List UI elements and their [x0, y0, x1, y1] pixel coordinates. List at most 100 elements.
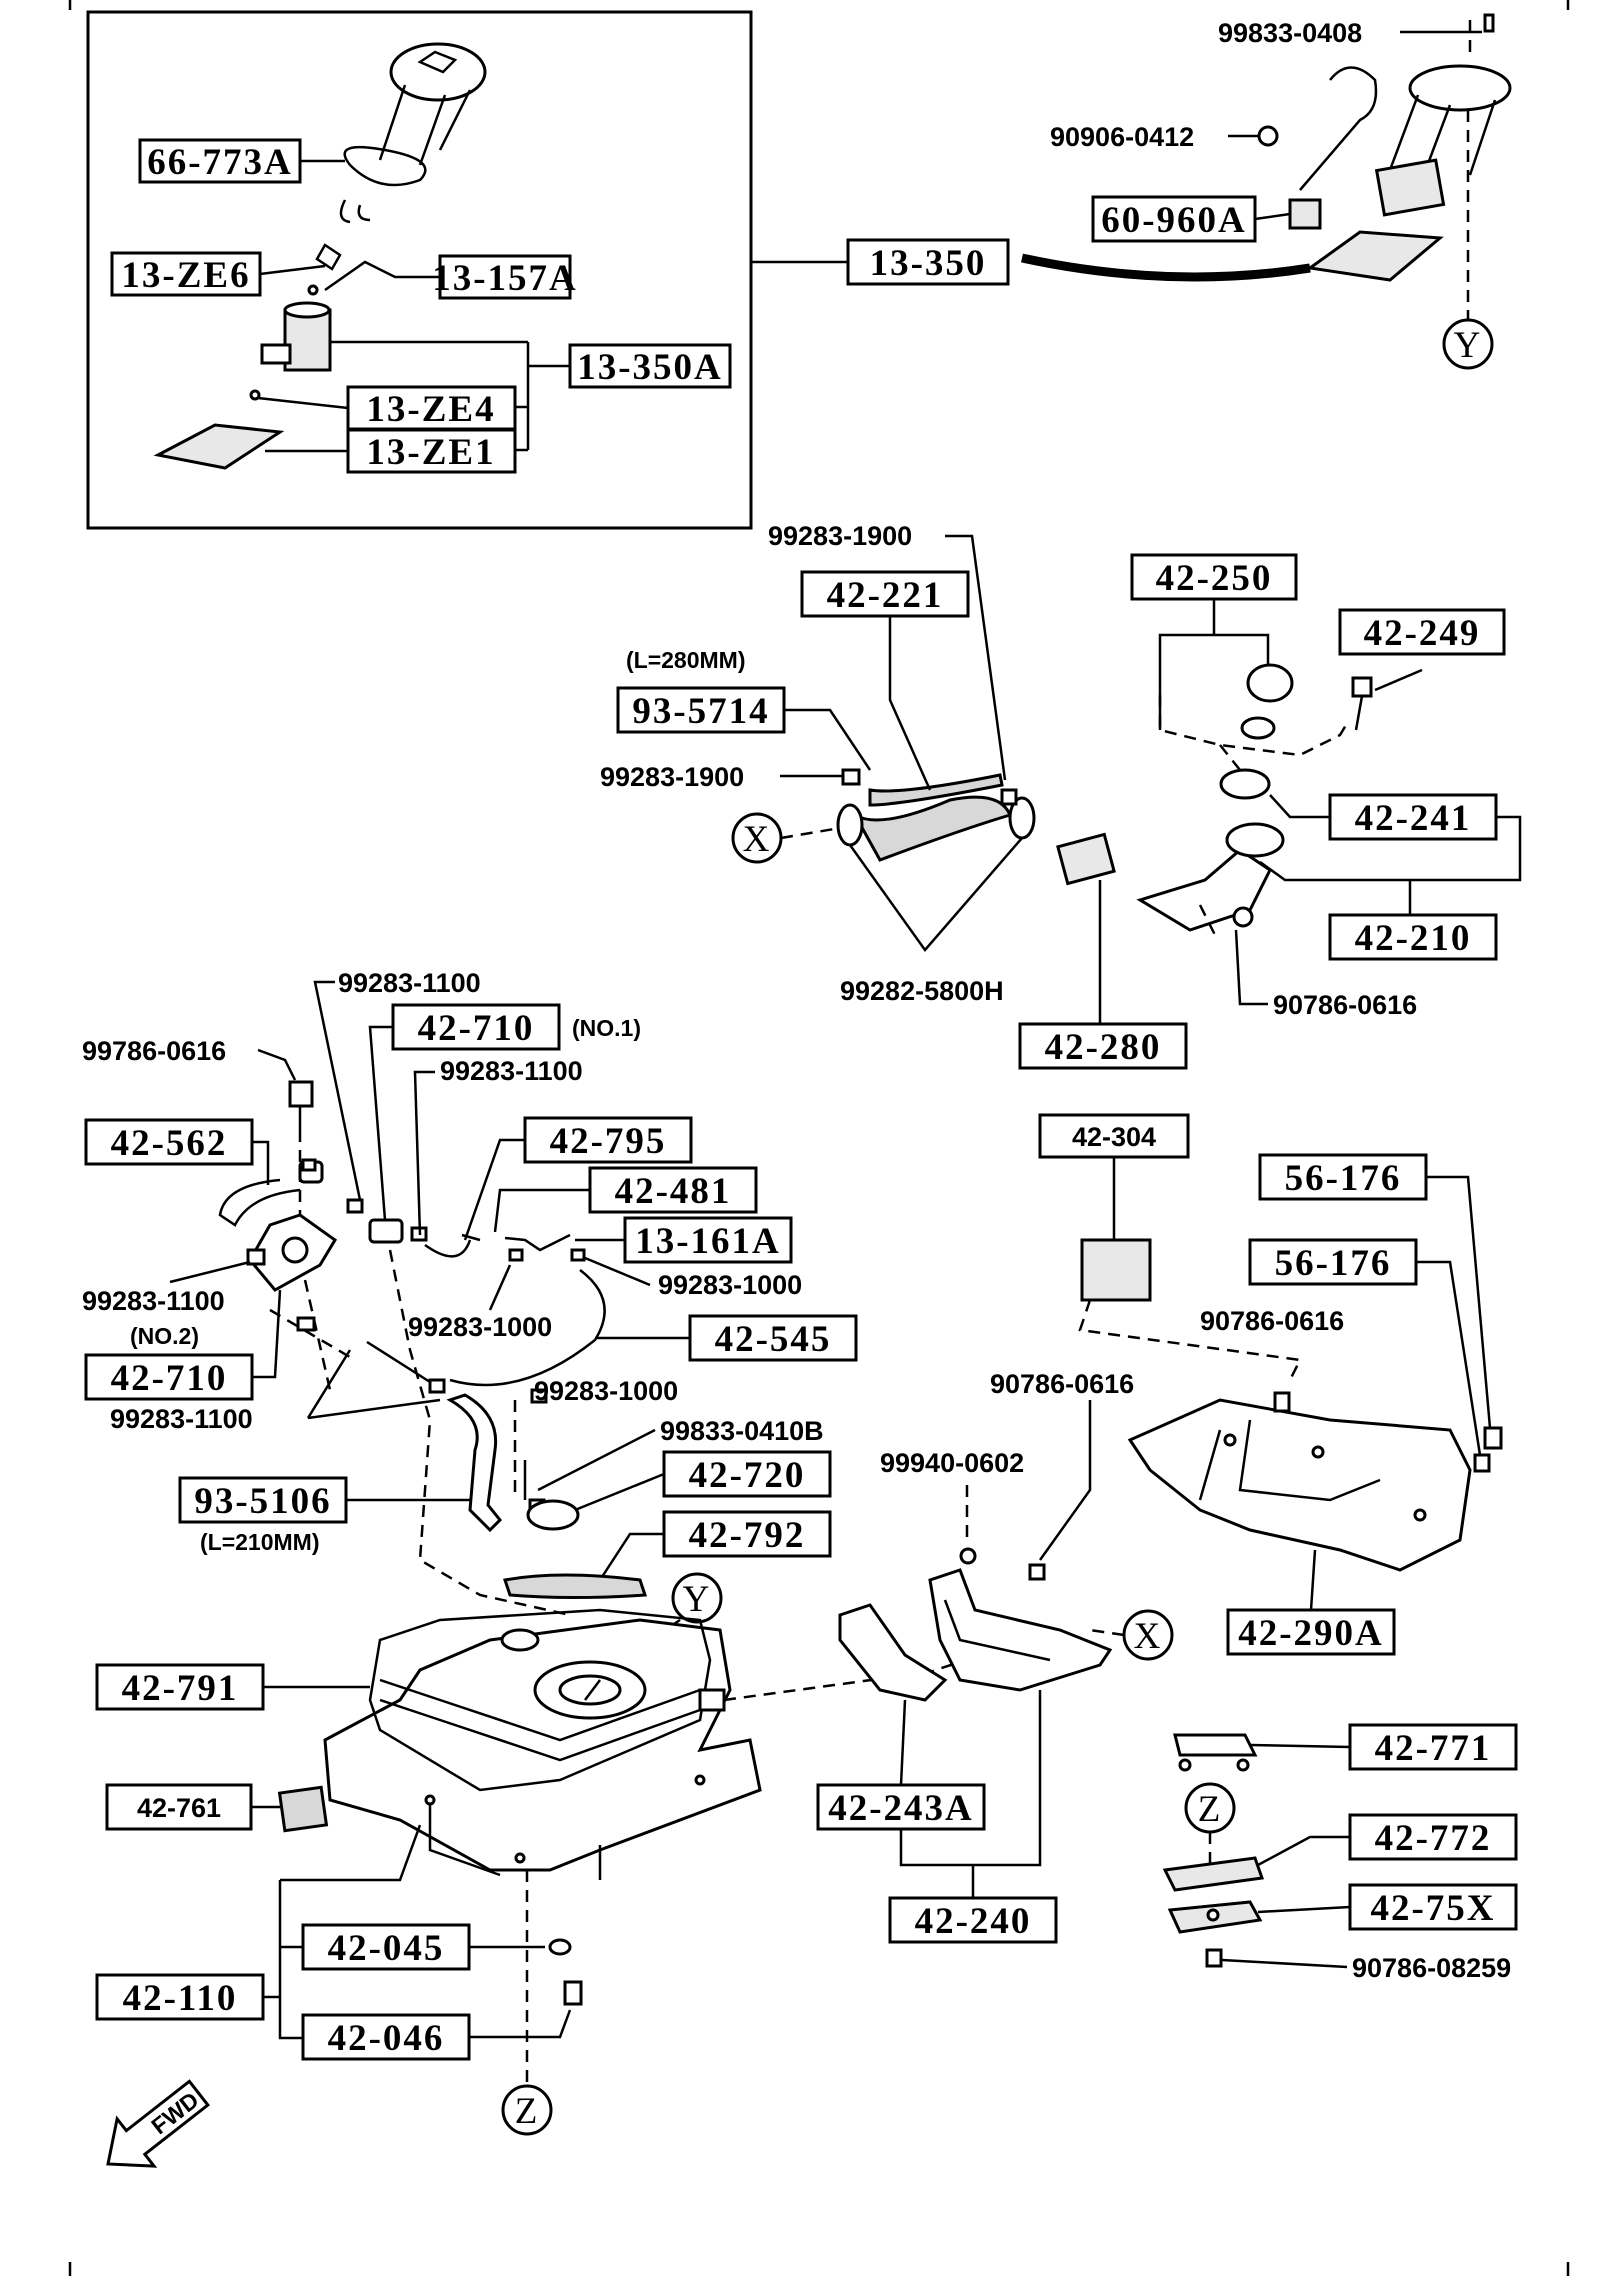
- svg-text:42-304: 42-304: [1072, 1122, 1156, 1152]
- label-42-720: 42-720: [574, 1450, 832, 1512]
- svg-text:99283-1900: 99283-1900: [768, 521, 912, 551]
- marker-z-bottom: Z: [501, 1870, 553, 2136]
- svg-text:42-772: 42-772: [1375, 1818, 1492, 1859]
- label-42-250: 42-250: [1130, 553, 1298, 730]
- svg-text:99940-0602: 99940-0602: [880, 1448, 1024, 1478]
- svg-text:13-157A: 13-157A: [432, 258, 578, 299]
- svg-text:42-795: 42-795: [550, 1121, 667, 1162]
- label-99283-1100-second: 99283-1100: [413, 1056, 583, 1236]
- brackets-drawing: [1162, 1733, 1265, 1968]
- label-42-240: 42-240: [888, 1690, 1058, 1944]
- svg-text:42-562: 42-562: [111, 1123, 228, 1164]
- svg-text:99283-1100: 99283-1100: [440, 1056, 583, 1086]
- label-42-110: 42-110: [95, 1824, 422, 2040]
- label-99833-0408: 99833-0408: [1218, 18, 1482, 48]
- svg-text:42-75X: 42-75X: [1370, 1888, 1495, 1929]
- label-13-157A: 13-157A: [324, 254, 578, 300]
- label-93-5714: 93-5714: [616, 686, 872, 771]
- svg-text:13-350A: 13-350A: [577, 347, 723, 388]
- label-42-221: 42-221: [800, 570, 970, 791]
- label-42-791: 42-791: [95, 1663, 370, 1711]
- label-42-772: 42-772: [1257, 1813, 1518, 1867]
- marker-x-left: X: [731, 812, 841, 864]
- marker-z-right: Z: [1184, 1782, 1236, 1870]
- svg-text:60-960A: 60-960A: [1101, 200, 1247, 241]
- label-42-249: 42-249: [1338, 608, 1506, 692]
- label-99283-1000-lower: 99283-1000: [534, 1376, 678, 1406]
- pump-body-drawing: [283, 308, 332, 372]
- svg-text:99283-1000: 99283-1000: [658, 1270, 802, 1300]
- label-99940-0602: 99940-0602: [880, 1448, 1024, 1540]
- svg-text:90906-0412: 90906-0412: [1050, 122, 1194, 152]
- label-13-350A: 13-350A: [330, 340, 732, 452]
- svg-text:X: X: [743, 819, 772, 860]
- label-13-ZE6: 13-ZE6: [110, 251, 326, 297]
- svg-text:42-046: 42-046: [328, 2018, 445, 2059]
- crop-marks: [68, 0, 1570, 2276]
- svg-text:90786-0616: 90786-0616: [990, 1369, 1134, 1399]
- label-90786-08259: 90786-08259: [1221, 1953, 1511, 1983]
- svg-text:(NO.2): (NO.2): [130, 1323, 199, 1349]
- svg-text:99283-1000: 99283-1000: [534, 1376, 678, 1406]
- marker-y-top: Y: [1442, 318, 1494, 370]
- svg-text:66-773A: 66-773A: [147, 142, 293, 183]
- svg-text:93-5714: 93-5714: [632, 691, 769, 732]
- svg-text:99283-1100: 99283-1100: [82, 1286, 225, 1316]
- svg-text:99283-1000: 99283-1000: [408, 1312, 552, 1342]
- svg-text:13-ZE4: 13-ZE4: [366, 389, 495, 430]
- svg-text:42-545: 42-545: [715, 1319, 832, 1360]
- label-13-161A: 13-161A: [575, 1216, 793, 1264]
- label-56-176-top: 56-176: [1258, 1153, 1492, 1429]
- svg-text:(L=210MM): (L=210MM): [200, 1529, 320, 1555]
- fuel-pump-inset: [86, 10, 753, 530]
- label-42-280: 42-280: [1018, 880, 1188, 1070]
- label-56-176-bottom: 56-176: [1248, 1238, 1482, 1456]
- label-42-795: 42-795: [463, 1116, 693, 1241]
- svg-text:Z: Z: [1198, 1789, 1223, 1830]
- svg-text:42-110: 42-110: [123, 1978, 238, 2019]
- label-90786-0616-band: 90786-0616: [990, 1369, 1134, 1561]
- label-99283-1100-left: 99283-1100 (NO.2): [82, 1260, 251, 1349]
- label-99833-0410B: 99833-0410B: [537, 1416, 824, 1492]
- svg-text:(NO.1): (NO.1): [572, 1015, 641, 1041]
- label-42-290A: 42-290A: [1226, 1549, 1396, 1656]
- svg-text:42-280: 42-280: [1045, 1027, 1162, 1068]
- label-66-773A: 66-773A: [138, 138, 345, 184]
- sender-unit-drawing: [1257, 13, 1512, 320]
- svg-text:Y: Y: [683, 1579, 712, 1620]
- svg-text:13-161A: 13-161A: [635, 1221, 781, 1262]
- svg-text:99786-0616: 99786-0616: [82, 1036, 226, 1066]
- label-90906-0412: 90906-0412: [1050, 122, 1258, 152]
- svg-text:42-045: 42-045: [328, 1928, 445, 1969]
- tank-bands-drawing: [838, 1547, 1113, 1702]
- svg-text:42-210: 42-210: [1355, 918, 1472, 959]
- label-42-562: 42-562: [84, 1118, 270, 1185]
- label-13-ZE4: 13-ZE4: [257, 385, 517, 431]
- svg-text:42-761: 42-761: [137, 1793, 221, 1823]
- label-42-481: 42-481: [493, 1166, 758, 1233]
- svg-text:42-792: 42-792: [689, 1515, 806, 1556]
- label-90786-0616-top: 90786-0616: [1234, 929, 1417, 1020]
- svg-text:90786-0616: 90786-0616: [1200, 1306, 1344, 1336]
- label-42-792: 42-792: [503, 1510, 832, 1599]
- label-13-350: 13-350: [751, 238, 1311, 286]
- label-99283-1000-right: 99283-1000: [584, 1256, 802, 1300]
- heat-shield-drawing: [1078, 1238, 1503, 1572]
- svg-text:56-176: 56-176: [1275, 1243, 1392, 1284]
- label-42-75X: 42-75X: [1257, 1883, 1518, 1931]
- label-42-243A: 42-243A: [816, 1699, 986, 1831]
- svg-text:X: X: [1134, 1616, 1163, 1657]
- svg-text:99833-0410B: 99833-0410B: [660, 1416, 824, 1446]
- label-L280: (L=280MM): [626, 647, 746, 673]
- label-99786-0616: 99786-0616: [82, 1036, 314, 1215]
- svg-text:42-720: 42-720: [689, 1455, 806, 1496]
- svg-text:99283-1100: 99283-1100: [110, 1404, 253, 1434]
- svg-text:(L=280MM): (L=280MM): [626, 647, 746, 673]
- strainer-drawing: [153, 423, 285, 470]
- label-13-ZE1: 13-ZE1: [265, 428, 517, 474]
- svg-text:99833-0408: 99833-0408: [1218, 18, 1362, 48]
- svg-text:99283-1100: 99283-1100: [338, 968, 481, 998]
- svg-text:99282-5800H: 99282-5800H: [840, 976, 1004, 1006]
- svg-text:13-ZE6: 13-ZE6: [121, 255, 250, 296]
